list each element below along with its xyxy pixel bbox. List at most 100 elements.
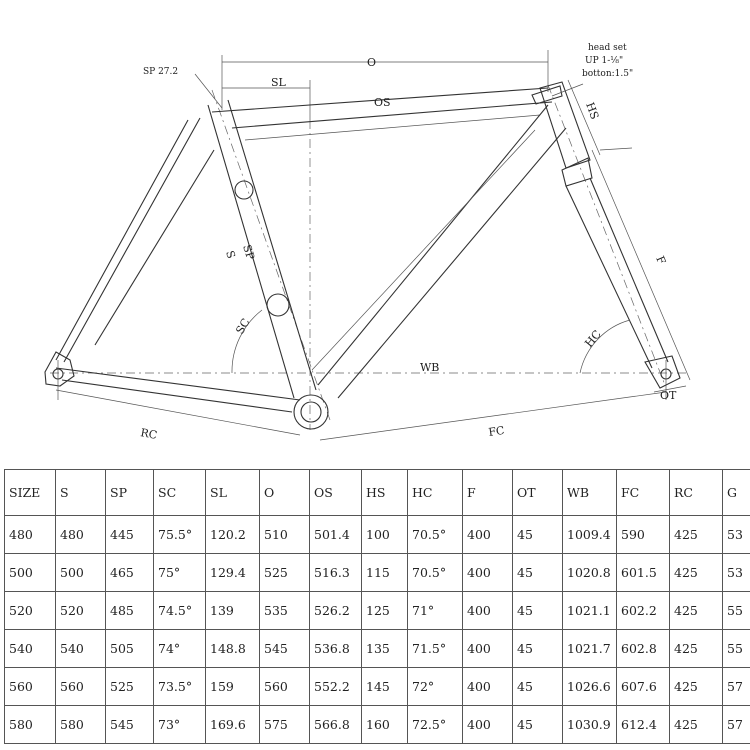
table-cell: 485	[105, 591, 154, 630]
table-cell: 445	[105, 515, 154, 554]
table-header-cell: FC	[616, 469, 670, 516]
seat-stay-inner	[94, 149, 215, 346]
label-hc: HC	[582, 328, 604, 350]
table-cell: 545	[259, 629, 310, 668]
rear-dropout	[44, 351, 75, 387]
table-cell: 45	[512, 629, 563, 668]
table-cell: 425	[669, 553, 723, 592]
label-os: OS	[374, 96, 391, 109]
table-cell: 480	[55, 515, 106, 554]
table-cell: 520	[55, 591, 106, 630]
table-cell: 540	[55, 629, 106, 668]
table-cell: 400	[462, 667, 513, 706]
table-cell: 145	[361, 667, 408, 706]
table-cell: 70.5°	[407, 553, 463, 592]
table-cell: 560	[55, 667, 106, 706]
table-cell: 525	[105, 667, 154, 706]
table-cell: 115	[361, 553, 408, 592]
table-cell: 612.4	[616, 705, 670, 744]
table-cell: 510	[259, 515, 310, 554]
table-cell: 1020.8	[562, 553, 617, 592]
table-cell: 540	[4, 629, 56, 668]
label-o: O	[367, 56, 376, 69]
label-s: S	[223, 249, 238, 260]
table-cell: 1026.6	[562, 667, 617, 706]
fork-blade	[565, 177, 669, 369]
dimension-f-line	[591, 149, 691, 381]
table-cell: 70.5°	[407, 515, 463, 554]
table-cell: 425	[669, 667, 723, 706]
table-cell: 590	[616, 515, 670, 554]
seat-tube	[207, 99, 317, 399]
table-cell: 169.6	[205, 705, 260, 744]
table-cell: 552.2	[309, 667, 362, 706]
table-cell: 139	[205, 591, 260, 630]
table-cell: 560	[4, 667, 56, 706]
label-sc: SC	[233, 316, 252, 336]
table-cell: 501.4	[309, 515, 362, 554]
table-header-cell: SIZE	[4, 469, 56, 516]
label-head-set-bottom: botton:1.5"	[582, 69, 633, 79]
table-cell: 45	[512, 591, 563, 630]
label-hs: HS	[583, 101, 601, 122]
table-header-cell: OS	[309, 469, 362, 516]
table-cell: 500	[4, 553, 56, 592]
table-cell: 400	[462, 705, 513, 744]
dimension-fc-line	[319, 391, 667, 441]
table-cell: 75.5°	[153, 515, 206, 554]
table-header-cell: SL	[205, 469, 260, 516]
fork-crown	[561, 157, 593, 187]
centerline-seat-axis	[211, 89, 331, 421]
table-cell: 400	[462, 591, 513, 630]
table-cell: 520	[4, 591, 56, 630]
table-cell: 1021.7	[562, 629, 617, 668]
table-cell: 425	[669, 629, 723, 668]
table-cell: 601.5	[616, 553, 670, 592]
table-header-cell: OT	[512, 469, 563, 516]
front-dropout	[644, 355, 681, 389]
table-header-cell: O	[259, 469, 310, 516]
table-cell: 53	[722, 515, 750, 554]
dimension-hs-line	[567, 79, 601, 156]
table-cell: 400	[462, 515, 513, 554]
bottom-bracket-inner	[300, 401, 322, 423]
table-header-cell: HS	[361, 469, 408, 516]
table-cell: 71.5°	[407, 629, 463, 668]
table-cell: 516.3	[309, 553, 362, 592]
table-cell: 400	[462, 629, 513, 668]
label-ot: OT	[660, 389, 677, 402]
table-header-cell: RC	[669, 469, 723, 516]
label-f: F	[653, 254, 668, 266]
table-cell: 71°	[407, 591, 463, 630]
table-cell: 125	[361, 591, 408, 630]
table-cell: 425	[669, 591, 723, 630]
table-header-cell: SC	[153, 469, 206, 516]
table-cell: 129.4	[205, 553, 260, 592]
table-header-cell: SP	[105, 469, 154, 516]
table-cell: 500	[55, 553, 106, 592]
table-cell: 580	[55, 705, 106, 744]
head-tube	[539, 81, 591, 169]
label-sp: SP	[240, 243, 257, 262]
table-cell: 74°	[153, 629, 206, 668]
table-cell: 566.8	[309, 705, 362, 744]
table-cell: 159	[205, 667, 260, 706]
table-cell: 100	[361, 515, 408, 554]
table-cell: 45	[512, 667, 563, 706]
table-cell: 160	[361, 705, 408, 744]
table-cell: 536.8	[309, 629, 362, 668]
label-head-set-up: UP 1-⅛"	[585, 56, 623, 66]
table-cell: 55	[722, 591, 750, 630]
table-cell: 425	[669, 705, 723, 744]
frame-geometry-drawing: SP 27.2 head set UP 1-⅛" botton:1.5" O S…	[44, 43, 691, 442]
angle-sc-arc	[231, 309, 263, 374]
centerline-head-axis	[547, 84, 666, 386]
table-cell: 526.2	[309, 591, 362, 630]
table-cell: 465	[105, 553, 154, 592]
table-header-cell: F	[462, 469, 513, 516]
